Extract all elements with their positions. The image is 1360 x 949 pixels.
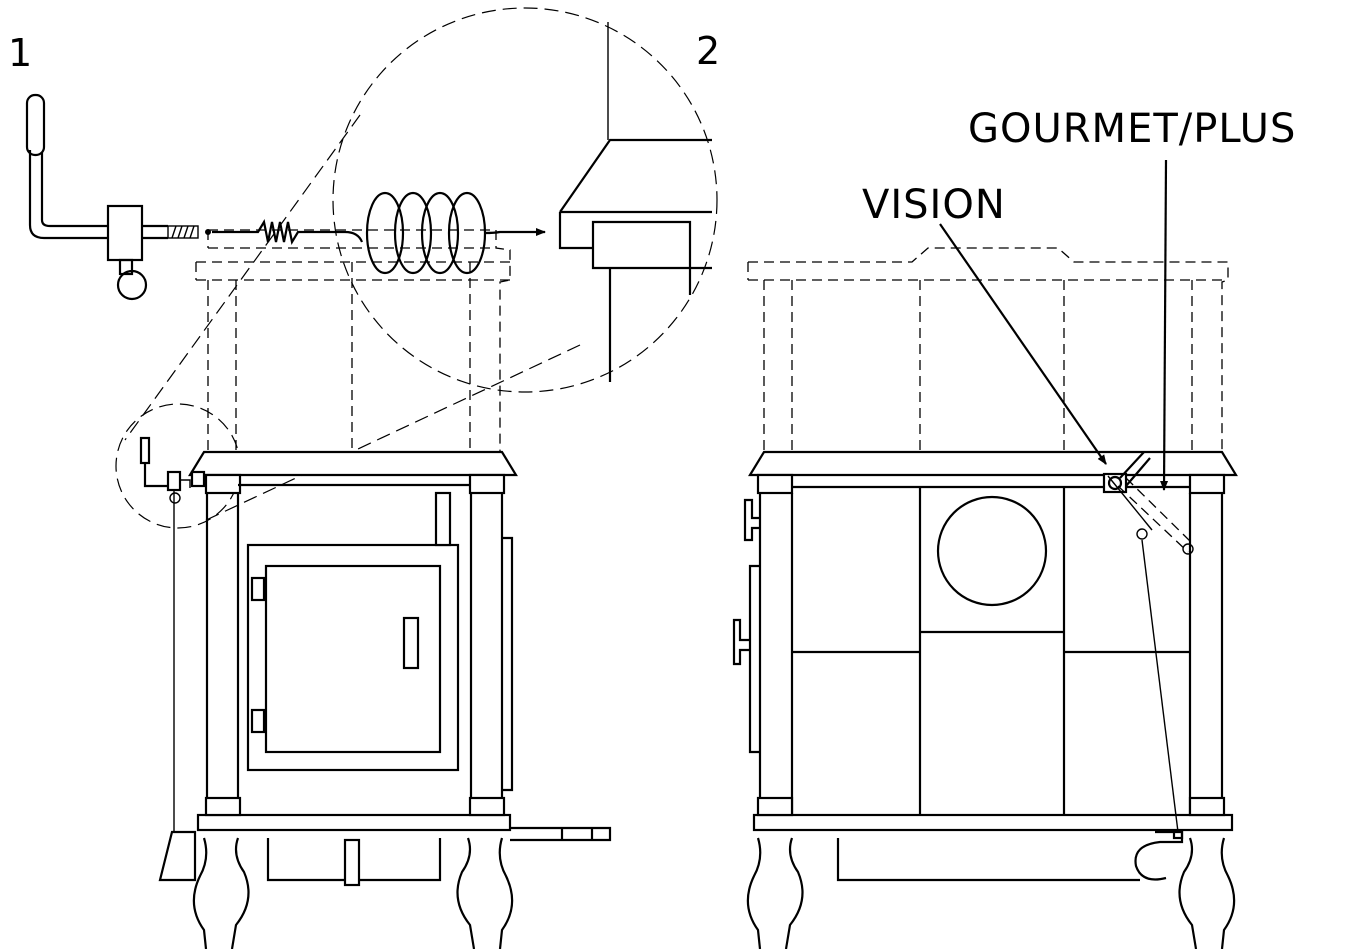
step-1-label: 1 (8, 31, 32, 75)
left-stove (139, 229, 612, 949)
vision-label: VISION (862, 182, 1006, 228)
gourmet-plus-label: GOURMET/PLUS (968, 106, 1296, 152)
magnifier-detail (115, 7, 718, 529)
right-stove (732, 159, 1238, 949)
handle-detail (25, 93, 345, 301)
step-2-label: 2 (696, 29, 720, 73)
coil-detail (344, 191, 546, 275)
